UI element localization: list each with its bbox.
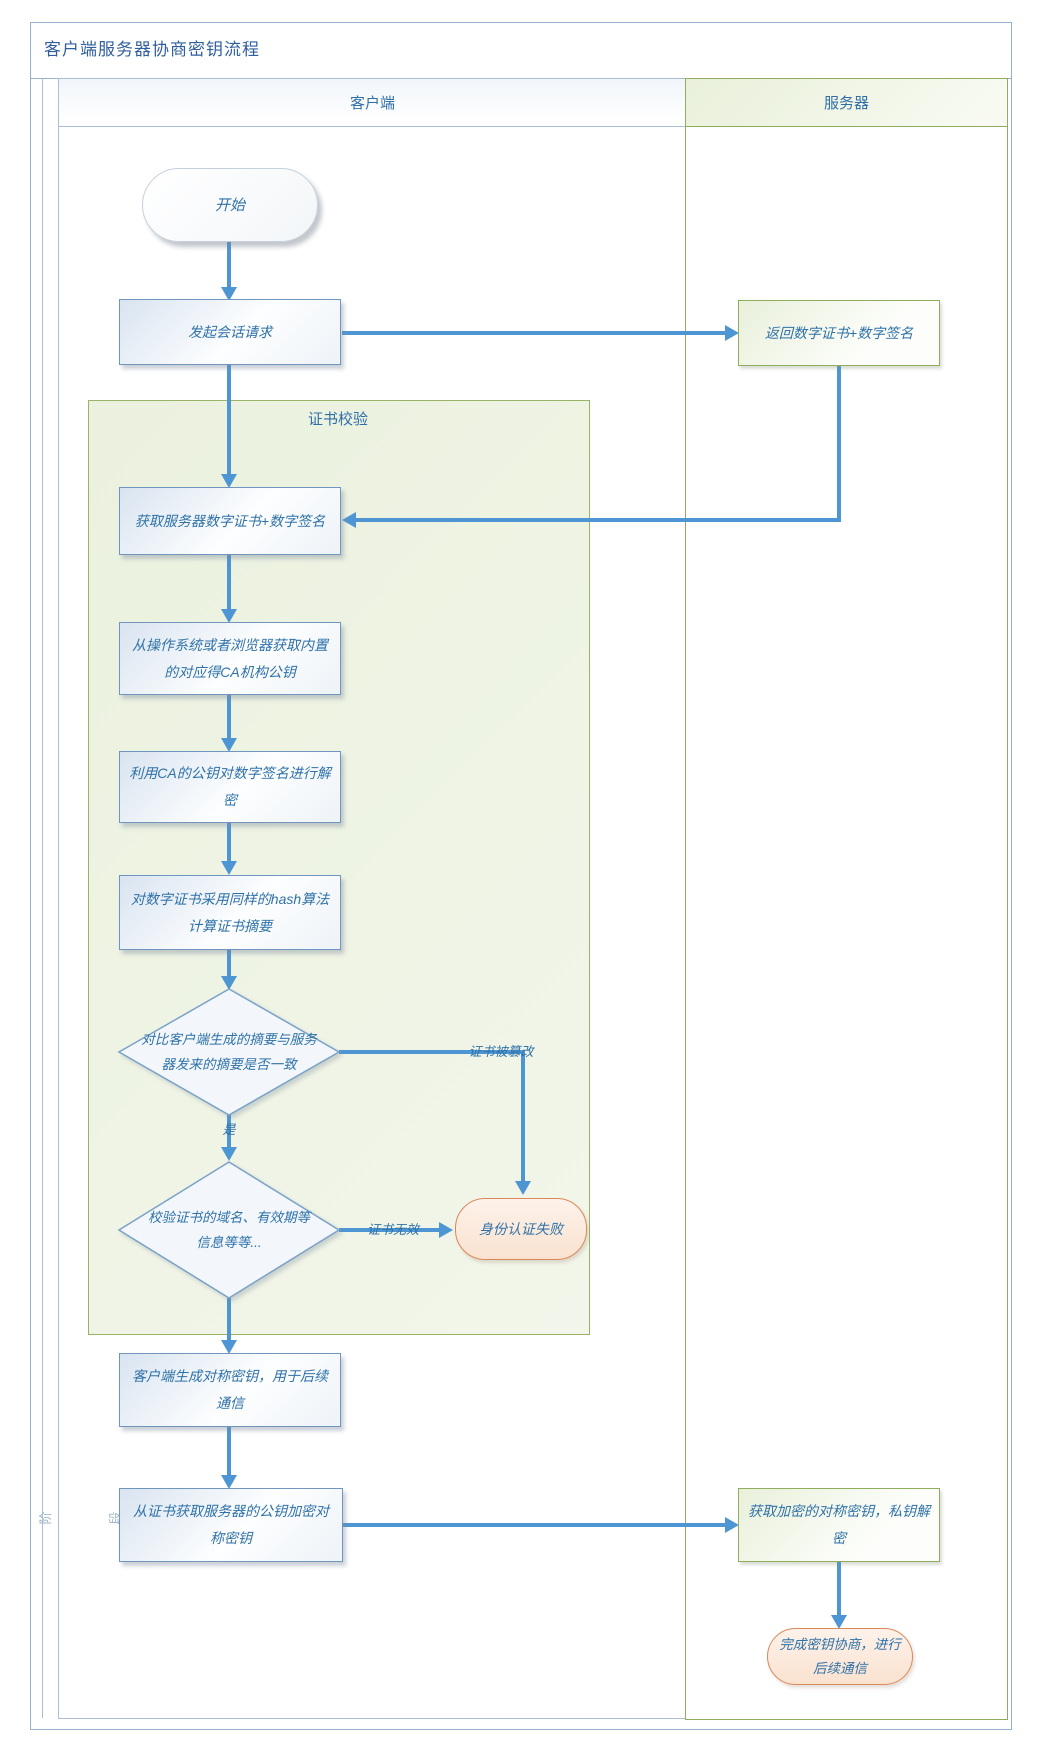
- edge-d1-fail-arrowhead: [515, 1181, 531, 1195]
- edge-d1-d2-arrowhead: [221, 1147, 237, 1161]
- edge-label-yes: 是: [222, 1122, 236, 1137]
- edge-c4-c5-line: [227, 823, 231, 862]
- edge-d2-fail-line: [339, 1228, 440, 1232]
- node-hash-digest-label: 对数字证书采用同样的hash算法计算证书摘要: [130, 890, 330, 934]
- edge-c2-c3-arrowhead: [221, 609, 237, 623]
- edge-c7-s2-arrowhead: [725, 1517, 739, 1533]
- compare-digest-diamond-shape: [117, 988, 341, 1116]
- node-negotiation-complete: 完成密钥协商，进行后续通信: [767, 1628, 913, 1685]
- edge-d1-d2-line: [227, 1115, 231, 1148]
- node-initiate-session-label: 发起会话请求: [188, 323, 272, 340]
- node-hash-digest: 对数字证书采用同样的hash算法计算证书摘要: [119, 875, 341, 950]
- node-decrypt-symmetric-key: 获取加密的对称密钥，私钥解密: [738, 1488, 940, 1562]
- node-encrypt-symmetric-key-label: 从证书获取服务器的公钥加密对称密钥: [133, 1503, 329, 1546]
- node-decrypt-symmetric-key-label: 获取加密的对称密钥，私钥解密: [748, 1503, 930, 1546]
- node-initiate-session: 发起会话请求: [119, 299, 341, 365]
- node-get-certificate: 获取服务器数字证书+数字签名: [119, 487, 341, 555]
- edge-d2-c6-arrowhead: [221, 1340, 237, 1354]
- check-domain-diamond-shape: [117, 1161, 341, 1299]
- edge-start-c1-arrowhead: [221, 287, 237, 301]
- edge-c6-c7-arrowhead: [221, 1475, 237, 1489]
- lane-header-client-label: 客户端: [349, 95, 395, 112]
- diagram-title: 客户端服务器协商密钥流程: [44, 40, 260, 59]
- phase-strip-left-line: [42, 78, 43, 1718]
- node-auth-failed: 身份认证失败: [455, 1198, 587, 1260]
- edge-d2-c6-line: [227, 1298, 231, 1341]
- group-cert-verify-title: 证书校验: [307, 411, 368, 428]
- edge-c6-c7-line: [227, 1427, 231, 1476]
- edge-s2-end-line: [837, 1562, 841, 1616]
- node-start: 开始: [142, 168, 318, 242]
- node-get-certificate-label: 获取服务器数字证书+数字签名: [134, 512, 326, 529]
- edge-c2-c3-line: [227, 555, 231, 610]
- node-generate-symmetric-key-label: 客户端生成对称密钥，用于后续通信: [132, 1368, 328, 1411]
- edge-c1-c2-line: [227, 365, 231, 475]
- edge-c3-c4-arrowhead: [221, 738, 237, 752]
- client-lane-bottom-line: [58, 1718, 685, 1719]
- edge-c5-d1-line: [227, 950, 231, 977]
- node-decrypt-signature-label: 利用CA的公钥对数字签名进行解密: [129, 765, 331, 808]
- node-encrypt-symmetric-key: 从证书获取服务器的公钥加密对称密钥: [119, 1488, 343, 1562]
- node-auth-failed-label: 身份认证失败: [479, 1220, 563, 1237]
- node-negotiation-complete-label: 完成密钥协商，进行后续通信: [779, 1636, 901, 1676]
- edge-c1-c2-arrowhead: [221, 474, 237, 488]
- group-cert-verify: [88, 400, 590, 1335]
- edge-c1-s1-line: [342, 331, 726, 335]
- edge-label-invalid: 证书无效: [366, 1222, 419, 1237]
- node-decrypt-signature: 利用CA的公钥对数字签名进行解密: [119, 751, 341, 823]
- node-get-ca-pubkey: 从操作系统或者浏览器获取内置的对应得CA机构公钥: [119, 622, 341, 695]
- edge-s2-end-arrowhead: [831, 1615, 847, 1629]
- edge-start-c1-line: [227, 242, 231, 288]
- edge-d2-fail-arrowhead: [439, 1222, 453, 1238]
- node-start-label: 开始: [214, 196, 245, 214]
- edge-d1-fail-hline: [339, 1050, 525, 1054]
- edge-d1-fail-vline: [521, 1052, 525, 1182]
- lane-header-server: 服务器: [685, 78, 1008, 127]
- node-compare-digest: 对比客户端生成的摘要与服务器发来的摘要是否一致: [115, 985, 343, 1119]
- edge-s1-c2-arrowhead: [342, 512, 356, 528]
- lane-header-client: 客户端: [58, 78, 687, 127]
- node-compare-digest-label: 对比客户端生成的摘要与服务器发来的摘要是否一致: [141, 1032, 317, 1072]
- node-return-certificate-label: 返回数字证书+数字签名: [764, 324, 914, 341]
- phase-strip-right-line: [58, 78, 59, 1718]
- lane-header-server-label: 服务器: [823, 95, 869, 112]
- edge-c4-c5-arrowhead: [221, 861, 237, 875]
- node-get-ca-pubkey-label: 从操作系统或者浏览器获取内置的对应得CA机构公钥: [132, 636, 328, 680]
- edge-c1-s1-arrowhead: [725, 325, 739, 341]
- node-return-certificate: 返回数字证书+数字签名: [738, 300, 940, 366]
- node-generate-symmetric-key: 客户端生成对称密钥，用于后续通信: [119, 1353, 341, 1427]
- node-check-domain: 校验证书的域名、有效期等信息等等...: [115, 1158, 343, 1302]
- edge-c7-s2-line: [343, 1523, 726, 1527]
- edge-c5-d1-arrowhead: [221, 976, 237, 990]
- phase-label: 阶段: [38, 1509, 123, 1525]
- edge-s1-c2-vline: [837, 366, 841, 522]
- edge-s1-c2-hline: [355, 518, 841, 522]
- edge-label-tampered: 证书被篡改: [468, 1044, 534, 1059]
- node-check-domain-label: 校验证书的域名、有效期等信息等等...: [148, 1210, 310, 1250]
- edge-c3-c4-line: [227, 695, 231, 739]
